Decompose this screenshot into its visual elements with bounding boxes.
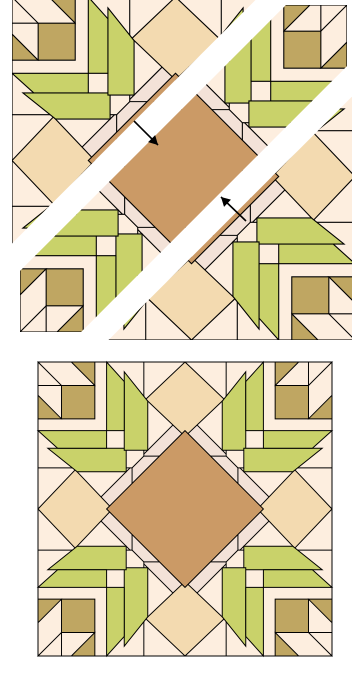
bl-claw-square xyxy=(62,599,95,632)
tr-claw-square xyxy=(284,31,321,68)
bl-claw-square xyxy=(46,269,83,306)
exploded-view-panel xyxy=(12,0,352,340)
tl-claw-square xyxy=(62,386,95,419)
tl-claw-square xyxy=(38,23,75,60)
bl-leaf-inner-v xyxy=(20,236,96,256)
tr-leaf-inner-h xyxy=(251,5,271,81)
tr-leaf-bottom xyxy=(225,16,251,103)
finished-block-panel xyxy=(38,362,332,656)
tr-claw-square xyxy=(275,386,308,419)
br-claw-square xyxy=(292,277,329,314)
br-claw-square xyxy=(275,599,308,632)
tr-leaf-right xyxy=(249,101,336,127)
arrow-upper xyxy=(134,121,158,145)
tr-leaf-inner-v xyxy=(271,81,347,101)
bl-leaf-right xyxy=(31,210,118,236)
bl-leaf-inner-h xyxy=(96,256,116,332)
bl-leaf-bottom xyxy=(116,234,142,321)
